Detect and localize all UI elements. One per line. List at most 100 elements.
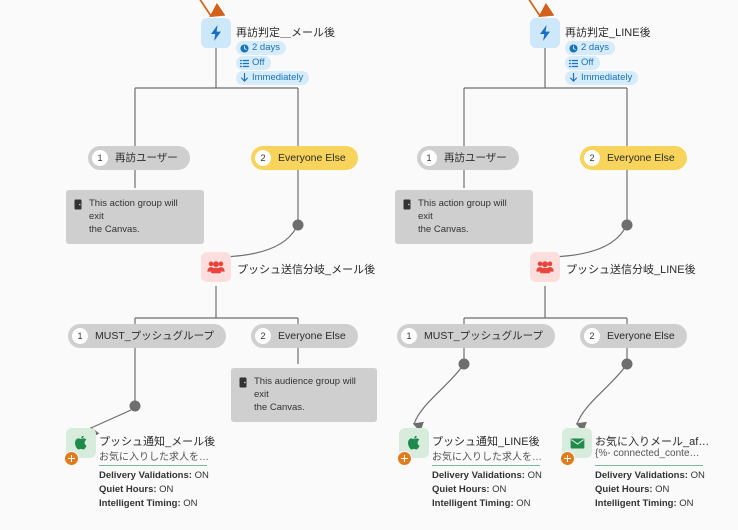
delay-pill-exception[interactable]: Off bbox=[565, 56, 600, 70]
exit-note-text: This action group will exit the Canvas. bbox=[89, 198, 178, 235]
message-divider bbox=[432, 465, 540, 466]
delay-pill-advance[interactable]: Immediately bbox=[565, 71, 639, 85]
branch-chip-label: MUST_プッシュグループ bbox=[95, 329, 214, 342]
branch-chip-number: 1 bbox=[401, 328, 417, 344]
delay-node-title: 再訪判定＿メール後 bbox=[236, 27, 335, 39]
message-node-title: お気に入りメール_af… bbox=[595, 436, 710, 448]
delay-node-title: 再訪判定_LINE後 bbox=[565, 27, 651, 39]
meta-value: ON bbox=[492, 483, 507, 495]
branch-chip-number: 1 bbox=[72, 328, 88, 344]
meta-value: ON bbox=[655, 483, 670, 495]
audience-node-title: プッシュ送信分岐_メール後 bbox=[237, 264, 376, 276]
message-node-title: プッシュ通知_LINE後 bbox=[432, 436, 540, 448]
envelope-glyph bbox=[570, 437, 584, 449]
meta-row-quiet-hours: Quiet Hours: ON bbox=[595, 483, 705, 497]
meta-key: Intelligent Timing: bbox=[432, 497, 514, 509]
delay-pill-exception[interactable]: Off bbox=[236, 56, 271, 70]
branch-chip-label: Everyone Else bbox=[278, 329, 346, 342]
delay-pill-advance-label: Immediately bbox=[581, 72, 633, 83]
meta-row-delivery-validations: Delivery Validations: ON bbox=[595, 469, 705, 483]
exit-door-icon bbox=[403, 199, 411, 210]
delay-pill-duration-label: 2 days bbox=[581, 42, 609, 53]
branch-chip-label: 再訪ユーザー bbox=[444, 151, 507, 164]
message-meta-list: Delivery Validations: ON Quiet Hours: ON… bbox=[595, 469, 705, 510]
branch-chip-number: 1 bbox=[92, 150, 108, 166]
meta-key: Delivery Validations: bbox=[595, 470, 688, 481]
meta-row-quiet-hours: Quiet Hours: ON bbox=[432, 483, 542, 497]
branch-chip-number: 1 bbox=[421, 150, 437, 166]
message-divider bbox=[99, 465, 207, 466]
lightning-bolt-glyph bbox=[539, 25, 550, 41]
branch-chip-revisit-user[interactable]: 1 再訪ユーザー bbox=[88, 146, 190, 170]
branch-chip-everyone-else-2[interactable]: 2 Everyone Else bbox=[251, 324, 358, 348]
lightning-bolt-glyph bbox=[210, 25, 221, 41]
list-icon bbox=[240, 59, 249, 67]
message-meta-list: Delivery Validations: ON Quiet Hours: ON… bbox=[99, 469, 209, 510]
lightning-icon[interactable] bbox=[201, 18, 231, 48]
meta-value: ON bbox=[690, 470, 705, 481]
meta-key: Quiet Hours: bbox=[432, 483, 490, 495]
message-meta-list: Delivery Validations: ON Quiet Hours: ON… bbox=[432, 469, 542, 510]
meta-row-intelligent-timing: Intelligent Timing: ON bbox=[99, 497, 209, 511]
audience-icon[interactable] bbox=[530, 252, 560, 282]
meta-value: ON bbox=[159, 483, 174, 495]
exit-door-icon bbox=[239, 377, 247, 388]
delay-pill-exception-label: Off bbox=[581, 57, 594, 68]
meta-value: ON bbox=[194, 470, 209, 481]
meta-row-intelligent-timing: Intelligent Timing: ON bbox=[432, 497, 542, 511]
add-step-badge[interactable] bbox=[560, 451, 575, 466]
clock-icon bbox=[569, 43, 578, 53]
meta-key: Quiet Hours: bbox=[595, 483, 653, 495]
delay-pill-advance-label: Immediately bbox=[252, 72, 304, 83]
meta-key: Delivery Validations: bbox=[432, 470, 525, 481]
delay-pill-duration[interactable]: 2 days bbox=[565, 41, 615, 55]
branch-chip-number: 2 bbox=[255, 328, 271, 344]
delay-pill-duration-label: 2 days bbox=[252, 42, 280, 53]
meta-value: ON bbox=[183, 497, 198, 509]
arrow-down-icon bbox=[241, 73, 248, 82]
meta-row-delivery-validations: Delivery Validations: ON bbox=[432, 469, 542, 483]
delay-pill-exception-label: Off bbox=[252, 57, 265, 68]
meta-key: Intelligent Timing: bbox=[99, 497, 181, 509]
branch-chip-label: MUST_プッシュグループ bbox=[424, 329, 543, 342]
meta-key: Quiet Hours: bbox=[99, 483, 157, 495]
branch-chip-label: Everyone Else bbox=[607, 151, 675, 164]
branch-chip-number: 2 bbox=[255, 150, 271, 166]
apple-logo-glyph bbox=[407, 435, 419, 449]
audience-node-title: プッシュ送信分岐_LINE後 bbox=[566, 264, 696, 276]
meta-row-quiet-hours: Quiet Hours: ON bbox=[99, 483, 209, 497]
message-node-subtitle: お気に入りした求人を… bbox=[99, 452, 209, 463]
branch-chip-everyone-else[interactable]: 2 Everyone Else bbox=[251, 146, 358, 170]
delay-pill-duration[interactable]: 2 days bbox=[236, 41, 286, 55]
audience-group-glyph bbox=[536, 261, 554, 274]
branch-chip-everyone-else[interactable]: 2 Everyone Else bbox=[580, 146, 687, 170]
meta-row-intelligent-timing: Intelligent Timing: ON bbox=[595, 497, 705, 511]
add-step-badge[interactable] bbox=[64, 451, 79, 466]
exit-note-audience-group: This audience group will exit the Canvas… bbox=[231, 368, 377, 423]
delay-pill-advance[interactable]: Immediately bbox=[236, 71, 310, 85]
branch-chip-everyone-else-2[interactable]: 2 Everyone Else bbox=[580, 324, 687, 348]
add-step-badge[interactable] bbox=[397, 451, 412, 466]
message-node-subtitle: お気に入りした求人を… bbox=[432, 452, 542, 463]
branch-chip-number: 2 bbox=[584, 150, 600, 166]
audience-icon[interactable] bbox=[201, 252, 231, 282]
branch-chip-number: 2 bbox=[584, 328, 600, 344]
branch-chip-label: Everyone Else bbox=[278, 151, 346, 164]
list-icon bbox=[569, 59, 578, 67]
clock-icon bbox=[240, 43, 249, 53]
meta-key: Delivery Validations: bbox=[99, 470, 192, 481]
exit-note-action-group: This action group will exit the Canvas. bbox=[66, 190, 204, 245]
audience-group-glyph bbox=[207, 261, 225, 274]
branch-chip-label: 再訪ユーザー bbox=[115, 151, 178, 164]
meta-row-delivery-validations: Delivery Validations: ON bbox=[99, 469, 209, 483]
branch-chip-must-push-group[interactable]: 1 MUST_プッシュグループ bbox=[397, 324, 555, 348]
meta-key: Intelligent Timing: bbox=[595, 497, 677, 509]
exit-note-text: This action group will exit the Canvas. bbox=[418, 198, 507, 235]
exit-door-icon bbox=[74, 199, 82, 210]
arrow-down-icon bbox=[570, 73, 577, 82]
lightning-icon[interactable] bbox=[530, 18, 560, 48]
branch-chip-revisit-user[interactable]: 1 再訪ユーザー bbox=[417, 146, 519, 170]
branch-chip-must-push-group[interactable]: 1 MUST_プッシュグループ bbox=[68, 324, 226, 348]
message-divider bbox=[595, 465, 703, 466]
